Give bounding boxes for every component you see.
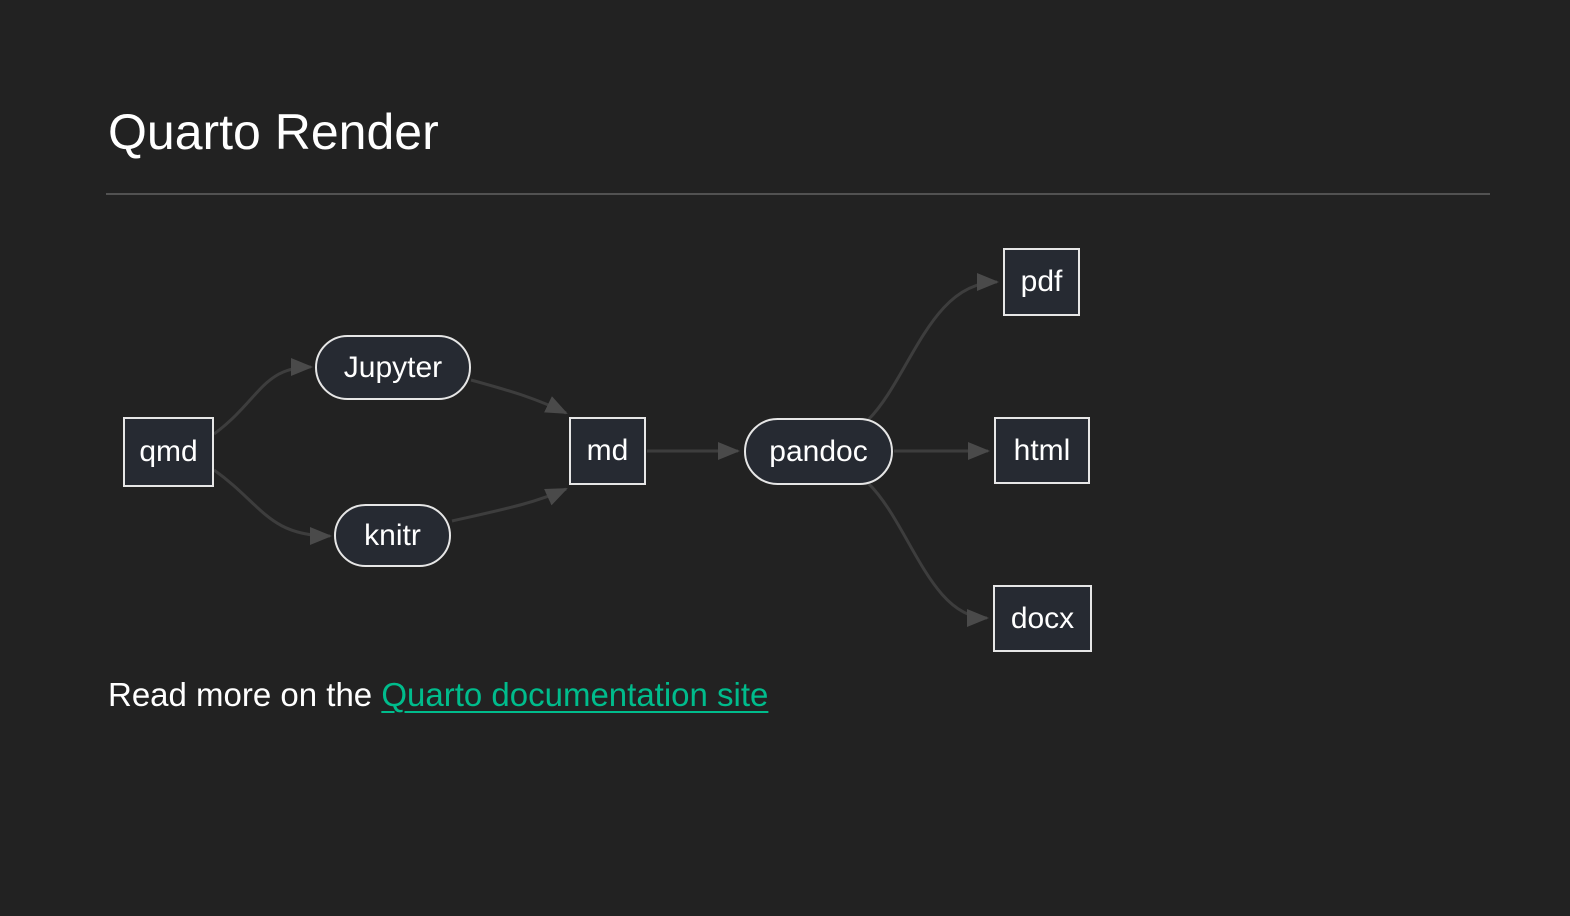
read-more-text: Read more on the Quarto documentation si… [108, 676, 768, 714]
node-jupyter: Jupyter [315, 335, 471, 400]
read-more-prefix: Read more on the [108, 676, 382, 713]
node-pdf: pdf [1003, 248, 1080, 316]
edge-pandoc-pdf [866, 273, 999, 422]
node-docx: docx [993, 585, 1092, 652]
quarto-render-diagram: qmd Jupyter knitr md pandoc pdf html doc… [0, 210, 1570, 670]
diagram-edges [213, 273, 999, 627]
node-md: md [569, 417, 646, 485]
edge-pandoc-docx [866, 481, 989, 627]
edge-jupyter-md [470, 378, 568, 415]
edge-qmd-jupyter [213, 358, 313, 436]
page-title: Quarto Render [108, 104, 439, 160]
node-qmd: qmd [123, 417, 214, 487]
edge-qmd-knitr [213, 468, 332, 545]
quarto-documentation-link[interactable]: Quarto documentation site [381, 676, 769, 713]
title-divider [106, 193, 1490, 195]
node-pandoc: pandoc [744, 418, 893, 485]
node-knitr: knitr [334, 504, 451, 567]
node-html: html [994, 417, 1090, 484]
edge-knitr-md [451, 487, 568, 523]
